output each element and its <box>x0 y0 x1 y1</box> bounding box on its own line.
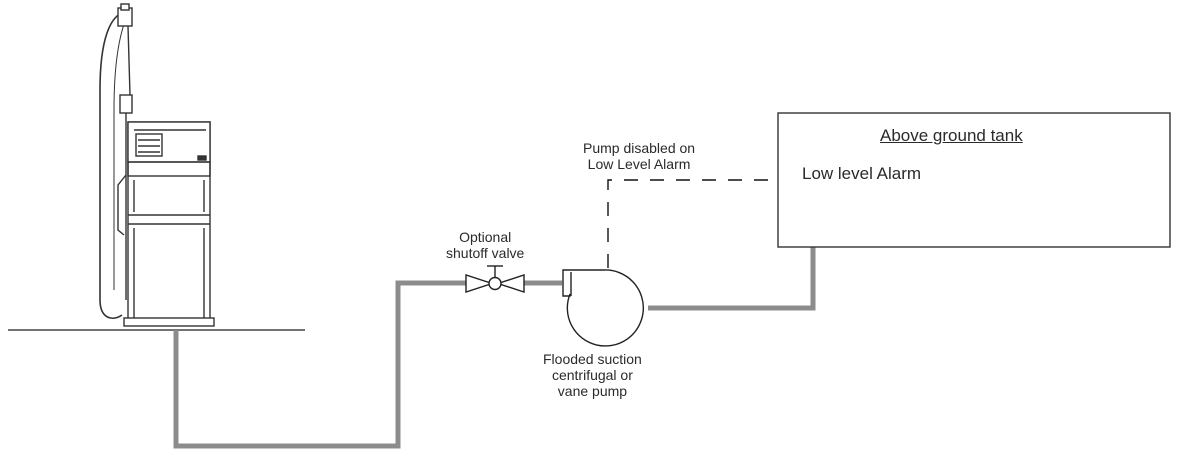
alarm-signal-line <box>607 179 768 268</box>
pump-label-line3: vane pump <box>557 383 628 399</box>
pump-disabled-label: Pump disabled on Low Level Alarm <box>583 140 695 172</box>
valve-label-line1: Optional <box>459 229 512 245</box>
centrifugal-pump-icon <box>562 269 645 347</box>
fuel-dispenser <box>99 3 215 327</box>
tank-title: Above ground tank <box>880 126 1023 145</box>
valve-label: Optional shutoff valve <box>446 229 524 261</box>
pump-disabled-label-line1: Pump disabled on <box>583 140 696 156</box>
pipe-pump-to-tank <box>648 245 816 311</box>
pump-label-line1: Flooded suction <box>543 351 642 367</box>
valve-label-line2: shutoff valve <box>446 245 525 261</box>
pump-disabled-label-line2: Low Level Alarm <box>587 156 691 172</box>
pump-label-line2: centrifugal or <box>551 367 633 383</box>
pipe-underground <box>173 280 467 449</box>
tank-alarm-label: Low level Alarm <box>802 164 922 183</box>
above-ground-tank <box>777 112 1171 248</box>
pump-label: Flooded suction centrifugal or vane pump <box>543 351 642 399</box>
shutoff-valve-icon <box>465 265 525 293</box>
